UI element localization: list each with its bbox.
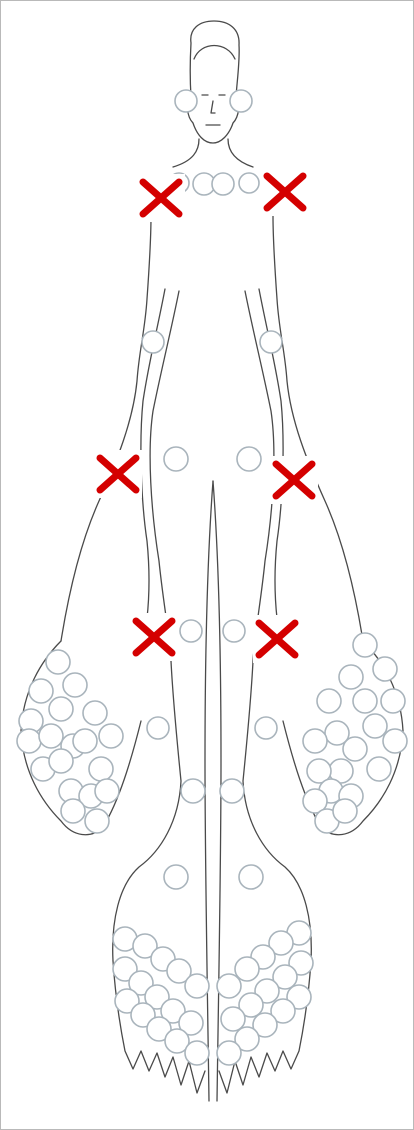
elbow-inner-left — [164, 447, 188, 471]
upper-arm-joint-left — [142, 331, 164, 353]
left-finger-joint — [89, 757, 113, 781]
left-finger-joint — [17, 729, 41, 753]
left-finger-joint — [95, 779, 119, 803]
right-finger-joint — [353, 689, 377, 713]
face-features — [202, 95, 225, 125]
left-shoulder-x-marker — [261, 168, 309, 216]
jaw-joint-left — [175, 90, 197, 112]
neck-left — [173, 139, 199, 167]
right-toe-joint — [235, 957, 259, 981]
right-elbow-x-marker — [94, 450, 142, 498]
right-toe-joint — [221, 1007, 245, 1031]
elbow-inner-right — [237, 447, 261, 471]
left-finger-joint — [46, 650, 70, 674]
right-finger-joint — [303, 729, 327, 753]
jaw-joint-right — [230, 90, 252, 112]
left-finger-joint — [49, 697, 73, 721]
left-finger-joint — [63, 673, 87, 697]
left-toe-joint — [185, 974, 209, 998]
acromioclavicular-right — [239, 173, 259, 193]
left-finger-joint — [61, 799, 85, 823]
right-finger-joint — [353, 633, 377, 657]
upper-arm-joint-right — [260, 331, 282, 353]
center-divide — [205, 481, 213, 1101]
left-elbow-x-marker — [270, 456, 318, 504]
right-finger-joint — [339, 665, 363, 689]
joint-circles — [17, 90, 407, 1065]
right-finger-joint — [367, 757, 391, 781]
hip-left — [181, 779, 205, 803]
right-wrist-x-marker — [130, 613, 178, 661]
right-toe-joint — [217, 974, 241, 998]
left-leg-outer — [113, 661, 181, 961]
right-finger-joint — [325, 721, 349, 745]
right-leg-outer — [243, 661, 311, 961]
sternoclavicular-center — [212, 173, 234, 195]
right-shoulder-x-marker — [137, 174, 185, 222]
left-wrist-x-marker — [253, 615, 301, 663]
right-finger-joint — [363, 714, 387, 738]
left-toe-joint — [185, 1041, 209, 1065]
right-toe-joint — [217, 1041, 241, 1065]
left-finger-joint — [39, 724, 63, 748]
thumb-left — [147, 717, 169, 739]
left-finger-joint — [83, 701, 107, 725]
left-finger-joint — [49, 749, 73, 773]
right-finger-joint — [317, 689, 341, 713]
left-flank — [61, 216, 151, 641]
wrist-inner-left — [180, 620, 202, 642]
left-finger-joint — [99, 724, 123, 748]
left-finger-joint — [73, 729, 97, 753]
right-finger-joint — [381, 689, 405, 713]
knee-left — [164, 865, 188, 889]
thumb-right — [255, 717, 277, 739]
right-finger-joint — [373, 657, 397, 681]
right-finger-joint — [333, 799, 357, 823]
neck-right — [228, 139, 253, 167]
right-flank — [273, 216, 363, 641]
left-finger-joint — [29, 679, 53, 703]
hip-right — [220, 779, 244, 803]
left-finger-joint — [85, 809, 109, 833]
wrist-inner-right — [223, 620, 245, 642]
right-finger-joint — [383, 729, 407, 753]
affected-joint-markers — [94, 168, 318, 663]
hair-line — [194, 46, 235, 60]
knee-right — [239, 865, 263, 889]
